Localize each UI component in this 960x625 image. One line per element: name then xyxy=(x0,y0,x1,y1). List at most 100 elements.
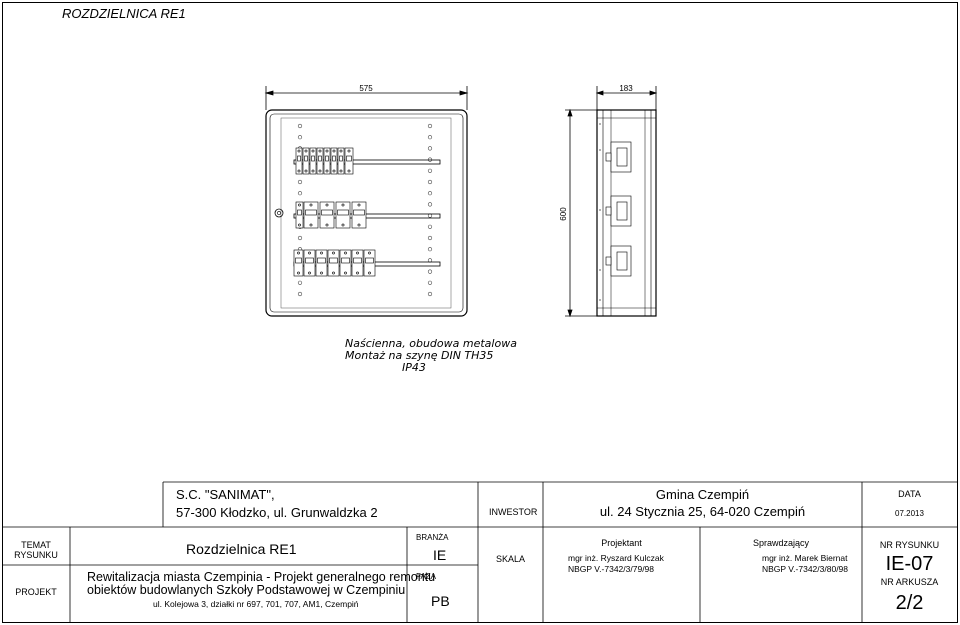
device-terminal xyxy=(332,251,335,255)
device-window xyxy=(365,257,374,264)
device-terminal xyxy=(311,149,315,153)
device-terminal xyxy=(332,169,336,173)
device-terminal xyxy=(309,223,313,227)
din-rail-profile xyxy=(605,152,612,162)
device-window xyxy=(321,209,333,216)
mounting-hole xyxy=(297,123,303,129)
din-rail-profile xyxy=(605,206,612,216)
device-profile-inner xyxy=(616,251,628,271)
project-name-line-2: obiektów budowlanych Szkoły Podstawowej … xyxy=(87,583,406,597)
device-terminal xyxy=(339,169,343,173)
designer-license: NBGP V.-7342/3/79/98 xyxy=(568,564,655,574)
checker-label: Sprawdzający xyxy=(752,538,810,548)
device-window xyxy=(311,155,315,162)
mounting-hole xyxy=(427,235,433,241)
mounting-hole xyxy=(427,202,433,207)
company-address: 57-300 Kłodzko, ul. Grunwaldzka 2 xyxy=(176,505,378,520)
device-window xyxy=(297,155,301,162)
device-terminal xyxy=(297,169,301,173)
device-terminal xyxy=(347,149,351,153)
device-terminal xyxy=(308,251,311,255)
device-terminal xyxy=(309,203,313,207)
mounting-hole xyxy=(297,135,303,140)
sheet-no: 2/2 xyxy=(895,592,924,614)
device-terminal xyxy=(308,271,311,275)
device-window xyxy=(353,257,362,264)
device-terminal xyxy=(368,251,371,255)
designer-name: mgr inż. Ryszard Kulczak xyxy=(568,553,664,563)
device-terminal xyxy=(332,271,335,275)
device-terminal xyxy=(311,169,315,173)
device-terminal xyxy=(318,149,322,153)
phase-label: FAZA xyxy=(416,572,437,581)
date-label: DATA xyxy=(898,489,921,499)
investor-address: ul. 24 Stycznia 25, 64-020 Czempiń xyxy=(599,504,806,519)
device-terminal xyxy=(297,271,300,275)
note-line-1: Naścienna, obudowa metalowa xyxy=(345,337,517,350)
device-terminal xyxy=(304,149,308,153)
device-window xyxy=(329,257,338,264)
device-window xyxy=(304,155,308,162)
device-profile-inner xyxy=(616,201,628,221)
device-terminal xyxy=(325,223,329,227)
branch-value: IE xyxy=(433,547,447,563)
front-width-dimension xyxy=(264,86,469,110)
mounting-hole xyxy=(427,146,433,151)
note-line-2: Montaż na szynę DIN TH35 xyxy=(345,349,494,362)
device-terminal xyxy=(344,271,347,275)
device-terminal xyxy=(297,149,301,153)
device-window xyxy=(339,155,343,162)
project-address: ul. Kolejowa 3, działki nr 697, 701, 707… xyxy=(153,599,359,609)
device-profile-inner xyxy=(616,147,628,167)
project-label: PROJEKT xyxy=(15,587,57,597)
device-terminal xyxy=(347,169,351,173)
lock-circle xyxy=(274,208,284,218)
drawing-topic-label: TEMAT RYSUNKU xyxy=(14,540,58,560)
device-window xyxy=(353,209,365,216)
date-value: 07.2013 xyxy=(895,509,924,518)
device-terminal xyxy=(304,169,308,173)
device-window xyxy=(317,257,326,264)
device-terminal xyxy=(357,223,361,227)
mounting-hole xyxy=(427,135,433,140)
mounting-hole xyxy=(427,191,433,196)
side-depth-label: 183 xyxy=(619,84,633,93)
company-name: S.C. "SANIMAT", xyxy=(176,487,275,502)
mounting-hole xyxy=(427,179,433,185)
device-window xyxy=(332,155,336,162)
mounting-hole xyxy=(427,269,433,274)
device-terminal xyxy=(341,203,345,207)
device-terminal xyxy=(368,271,371,275)
side-height-label: 600 xyxy=(559,207,568,221)
title-block-grid xyxy=(2,481,957,622)
device-window xyxy=(305,209,317,216)
note-line-3: IP43 xyxy=(402,361,426,374)
mounting-hole xyxy=(297,280,303,285)
side-view-devices xyxy=(605,141,632,277)
drawing-no-label: NR RYSUNKU xyxy=(879,540,940,550)
device-terminal xyxy=(339,149,343,153)
device-terminal xyxy=(298,203,301,207)
mounting-hole xyxy=(297,235,303,241)
sheet-no-label: NR ARKUSZA xyxy=(880,577,939,587)
project-name-line-1: Rewitalizacja miasta Czempinia - Projekt… xyxy=(87,570,436,584)
devices-row-1 xyxy=(295,147,354,175)
designer-label: Projektant xyxy=(601,538,642,548)
device-terminal xyxy=(298,223,301,227)
branch-label: BRANŻA xyxy=(416,533,449,542)
mounting-hole xyxy=(297,191,303,196)
device-terminal xyxy=(356,271,359,275)
devices-row-2 xyxy=(295,201,367,229)
device-terminal xyxy=(325,149,329,153)
investor-label: INWESTOR xyxy=(489,507,538,517)
device-window xyxy=(341,257,350,264)
mounting-hole xyxy=(427,168,433,173)
side-view-marks xyxy=(599,123,601,301)
investor-name: Gmina Czempiń xyxy=(655,487,750,502)
mounting-hole xyxy=(427,291,433,297)
device-terminal xyxy=(320,271,323,275)
devices-row-3 xyxy=(293,249,376,277)
mounting-hole xyxy=(297,291,303,297)
